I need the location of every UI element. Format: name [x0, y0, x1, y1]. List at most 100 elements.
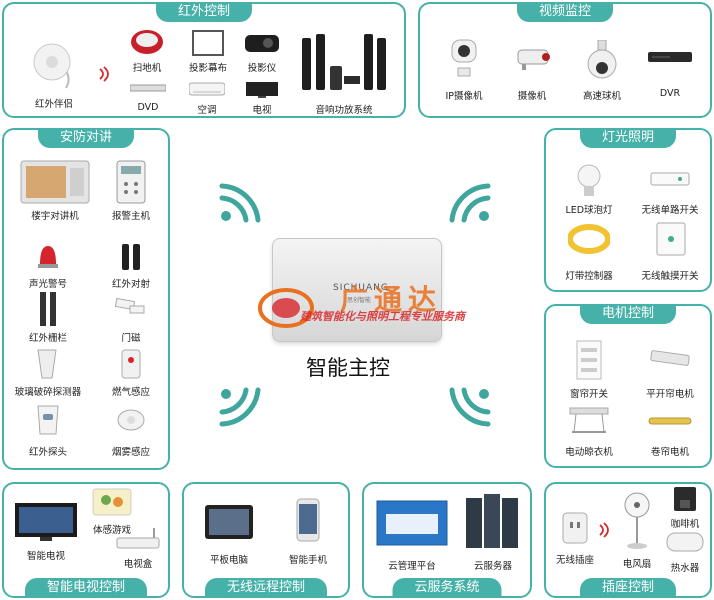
smoke-sensor-icon [117, 409, 145, 431]
device-camera[interactable]: 摄像机 [504, 38, 560, 108]
device-label: 窗帘开关 [569, 389, 609, 400]
panel-title: 灯光照明 [579, 128, 677, 148]
device-ir-beam[interactable]: 红外对射 [100, 242, 162, 292]
device-label: 红外伴侣 [34, 99, 74, 110]
panel-security-intercom: 安防对讲 楼宇对讲机 报警主机 声光警号 红外对射 [2, 128, 170, 470]
device-electric-fan[interactable]: 电风扇 [612, 492, 662, 570]
device-dvd[interactable]: DVD [124, 82, 172, 116]
device-tablet[interactable]: 平板电脑 [194, 504, 264, 570]
device-label: 玻璃破碎探测器 [14, 387, 82, 398]
device-alarm-host[interactable]: 报警主机 [100, 160, 162, 224]
watermark-name: 广通达 [340, 283, 443, 316]
wifi-signal-icon [449, 183, 491, 223]
panel-lighting: 灯光照明 LED球泡灯 无线单路开关 灯带控制器 无线触摸开关 [544, 128, 712, 292]
device-building-intercom[interactable]: 楼宇对讲机 [18, 160, 92, 224]
device-curtain-switch[interactable]: 窗帘开关 [554, 340, 624, 402]
device-wireless-touch-switch[interactable]: 无线触摸开关 [634, 222, 706, 284]
device-projector-screen[interactable]: 投影幕布 [180, 26, 236, 74]
device-label: LED球泡灯 [565, 205, 613, 216]
device-sliding-curtain-motor[interactable]: 平开帘电机 [634, 340, 706, 402]
device-siren[interactable]: 声光警号 [18, 242, 78, 292]
device-electric-clothes-dryer[interactable]: 电动晾衣机 [554, 406, 624, 460]
motion-game-icon [92, 488, 132, 516]
door-sensor-icon [114, 298, 145, 314]
device-smoke-sensor[interactable]: 烟雾感应 [100, 404, 162, 460]
device-label: 无线插座 [555, 555, 595, 566]
device-label: 咖啡机 [670, 519, 700, 530]
hub-label: 智能主控 [306, 356, 390, 380]
device-coffee-machine[interactable]: 咖啡机 [660, 486, 710, 530]
ir-fence-icon [40, 292, 56, 326]
device-glass-break-detector[interactable]: 玻璃破碎探测器 [8, 348, 88, 398]
device-roller-blind-motor[interactable]: 卷帘电机 [634, 406, 706, 460]
hub-brand: SICHUANG [333, 283, 389, 293]
panel-smart-tv-control: 智能电视控制 智能电视 体感游戏 电视盒 [2, 482, 170, 598]
smartphone-icon [296, 498, 320, 542]
device-door-sensor[interactable]: 门磁 [100, 292, 162, 344]
device-cloud-platform[interactable]: 云管理平台 [370, 500, 454, 574]
device-label: 无线单路开关 [641, 205, 699, 216]
clothes-dryer-icon [569, 407, 609, 433]
device-label: 体感游戏 [92, 525, 132, 536]
device-label: 红外对射 [111, 279, 151, 290]
device-dvr[interactable]: DVR [640, 38, 700, 108]
device-ir-companion[interactable]: 红外伴侣 [24, 34, 84, 114]
device-label: 音响功放系统 [315, 105, 373, 116]
device-tv-box[interactable]: 电视盒 [108, 528, 168, 578]
speed-dome-icon [587, 40, 617, 79]
device-label: 电动晾衣机 [565, 447, 613, 458]
device-motion-game[interactable]: 体感游戏 [82, 488, 142, 538]
touch-switch-icon [656, 222, 686, 256]
device-wireless-single-switch[interactable]: 无线单路开关 [634, 164, 706, 218]
device-robot-vacuum[interactable]: 扫地机 [122, 26, 172, 74]
cloud-server-icon [466, 494, 518, 548]
panel-title: 安防对讲 [37, 128, 135, 148]
hub-brand-sub: 思创智能 [347, 297, 372, 304]
device-gas-sensor[interactable]: 燃气感应 [100, 348, 162, 398]
tablet-icon [205, 505, 253, 539]
watermark-logo-icon [258, 288, 314, 328]
device-smartphone[interactable]: 智能手机 [276, 498, 340, 570]
device-label: 空调 [197, 105, 217, 116]
television-icon [246, 82, 278, 98]
curtain-motor-icon [650, 350, 690, 366]
device-label: DVR [659, 88, 681, 99]
device-led-bulb[interactable]: LED球泡灯 [556, 164, 622, 218]
device-ir-fence[interactable]: 红外栅栏 [18, 292, 78, 344]
device-ip-camera[interactable]: IP摄像机 [434, 38, 494, 108]
dvd-player-icon [130, 84, 166, 92]
curtain-switch-icon [576, 340, 602, 380]
device-air-conditioner[interactable]: 空调 [182, 82, 232, 116]
panel-ir-control: 红外控制 红外伴侣 扫地机 投影幕布 投影仪 [2, 2, 406, 118]
ir-beam-icon [122, 244, 140, 270]
led-bulb-icon [577, 164, 601, 196]
panel-motor-control: 电机控制 窗帘开关 平开帘电机 电动晾衣机 卷帘电机 [544, 304, 712, 468]
device-label: 扫地机 [132, 63, 162, 74]
device-smart-tv[interactable]: 智能电视 [10, 502, 82, 564]
device-strip-controller[interactable]: 灯带控制器 [556, 222, 622, 284]
device-label: 卷帘电机 [650, 447, 690, 458]
alarm-host-icon [116, 160, 146, 204]
device-label: 高速球机 [582, 91, 622, 102]
wifi-signal-icon [219, 387, 261, 427]
device-television[interactable]: 电视 [238, 82, 286, 116]
device-label: 云服务器 [473, 561, 513, 572]
panel-title: 插座控制 [579, 578, 677, 598]
device-water-heater[interactable]: 热水器 [660, 532, 710, 574]
coffee-machine-icon [674, 487, 696, 511]
device-audio-system[interactable]: 音响功放系统 [294, 32, 394, 116]
glass-break-detector-icon [37, 349, 57, 379]
device-label: 门磁 [121, 333, 141, 344]
device-label: 红外栅栏 [28, 333, 68, 344]
projector-icon [245, 35, 279, 52]
audio-system-icon [302, 34, 386, 90]
device-speed-dome[interactable]: 高速球机 [572, 38, 632, 108]
device-cloud-server[interactable]: 云服务器 [458, 494, 528, 574]
dvr-icon [648, 52, 692, 62]
device-ir-detector[interactable]: 红外探头 [18, 404, 78, 460]
device-label: 云管理平台 [388, 561, 436, 572]
projector-screen-icon [192, 30, 224, 56]
device-wireless-socket[interactable]: 无线插座 [550, 512, 600, 568]
device-projector[interactable]: 投影仪 [238, 26, 286, 74]
ir-detector-icon [37, 405, 59, 435]
